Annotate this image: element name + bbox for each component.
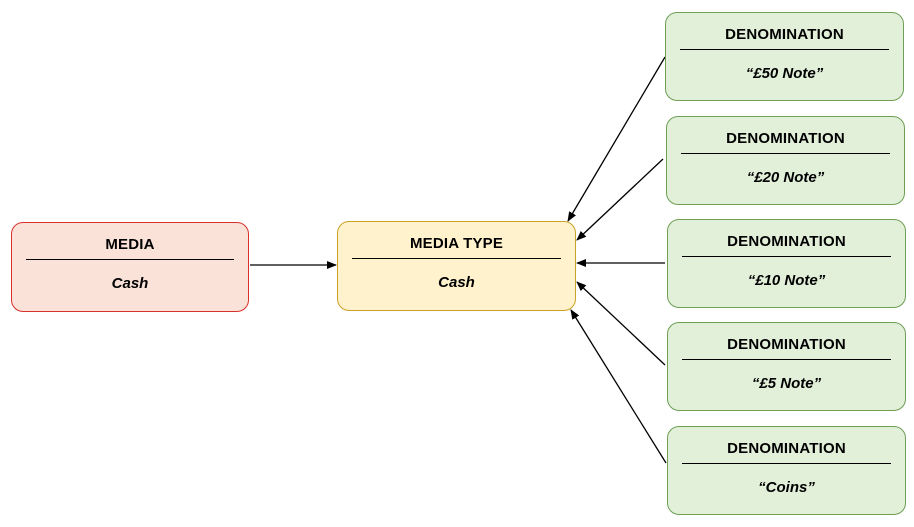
denomination-divider [682,256,891,257]
media-type-heading: MEDIA TYPE [409,235,504,252]
denomination-node-1: DENOMINATION “£50 Note” [665,12,904,101]
denomination-divider [681,153,890,154]
media-heading: MEDIA [105,236,155,253]
denomination-value: “£50 Note” [745,65,824,82]
denomination-heading: DENOMINATION [727,336,846,353]
denomination-divider [680,49,889,50]
denomination-heading: DENOMINATION [727,440,846,457]
denomination-node-2: DENOMINATION “£20 Note” [666,116,905,205]
denomination-value: “Coins” [758,479,815,496]
denomination-heading: DENOMINATION [726,130,845,147]
denomination-divider [682,359,891,360]
denomination-divider [682,463,891,464]
media-type-divider [352,258,561,259]
media-type-value: Cash [438,274,475,291]
denomination-value: “£10 Note” [747,272,826,289]
denomination-value: “£5 Note” [751,375,822,392]
edge-denomination-4-to-media-type [576,281,666,366]
denomination-node-4: DENOMINATION “£5 Note” [667,322,906,411]
media-value: Cash [111,275,149,292]
media-divider [26,259,234,260]
edge-denomination-2-to-media-type [576,158,664,241]
denomination-value: “£20 Note” [746,169,825,186]
denomination-heading: DENOMINATION [727,233,846,250]
media-type-node: MEDIA TYPE Cash [337,221,576,311]
media-node: MEDIA Cash [11,222,249,312]
denomination-heading: DENOMINATION [725,26,844,43]
edge-denomination-1-to-media-type [567,56,666,222]
edge-denomination-5-to-media-type [570,309,667,464]
denomination-node-5: DENOMINATION “Coins” [667,426,906,515]
denomination-node-3: DENOMINATION “£10 Note” [667,219,906,308]
